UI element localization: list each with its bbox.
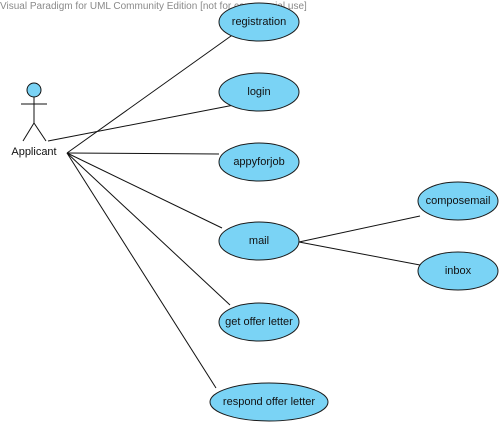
association-mail-composemail[interactable] xyxy=(298,215,421,243)
association-mail-inbox[interactable] xyxy=(298,241,421,266)
association-applicant-registration[interactable] xyxy=(66,30,239,154)
association-applicant-appyforjob[interactable] xyxy=(66,152,220,155)
use-case-respond-offer-letter[interactable]: respond offer letter xyxy=(209,382,329,422)
actor-label: Applicant xyxy=(11,146,56,158)
use-case-composemail[interactable]: composemail xyxy=(417,181,499,221)
actor-applicant[interactable]: Applicant xyxy=(11,82,57,158)
use-case-label: login xyxy=(247,86,270,98)
use-case-get-offer-letter[interactable]: get offer letter xyxy=(218,302,300,342)
use-case-label: respond offer letter xyxy=(223,396,315,408)
watermark-text: Visual Paradigm for UML Community Editio… xyxy=(0,1,307,12)
use-case-inbox[interactable]: inbox xyxy=(417,251,499,291)
use-case-label: mail xyxy=(249,235,269,247)
use-case-label: inbox xyxy=(445,265,472,277)
use-case-label: composemail xyxy=(426,195,491,207)
use-case-label: get offer letter xyxy=(225,316,293,328)
association-applicant-login[interactable] xyxy=(47,104,235,142)
use-case-registration[interactable]: registration xyxy=(218,2,300,42)
association-applicant-mail[interactable] xyxy=(66,152,223,229)
use-case-label: appyforjob xyxy=(233,156,284,168)
associations xyxy=(47,30,421,389)
use-case-label: registration xyxy=(232,16,286,28)
use-case-mail[interactable]: mail xyxy=(218,221,300,261)
use-case-appyforjob[interactable]: appyforjob xyxy=(218,142,300,182)
stick-figure-actor-icon xyxy=(21,82,47,142)
association-applicant-get-offer-letter[interactable] xyxy=(66,152,231,306)
association-applicant-respond-offer-letter[interactable] xyxy=(66,152,217,389)
use-case-login[interactable]: login xyxy=(218,72,300,112)
